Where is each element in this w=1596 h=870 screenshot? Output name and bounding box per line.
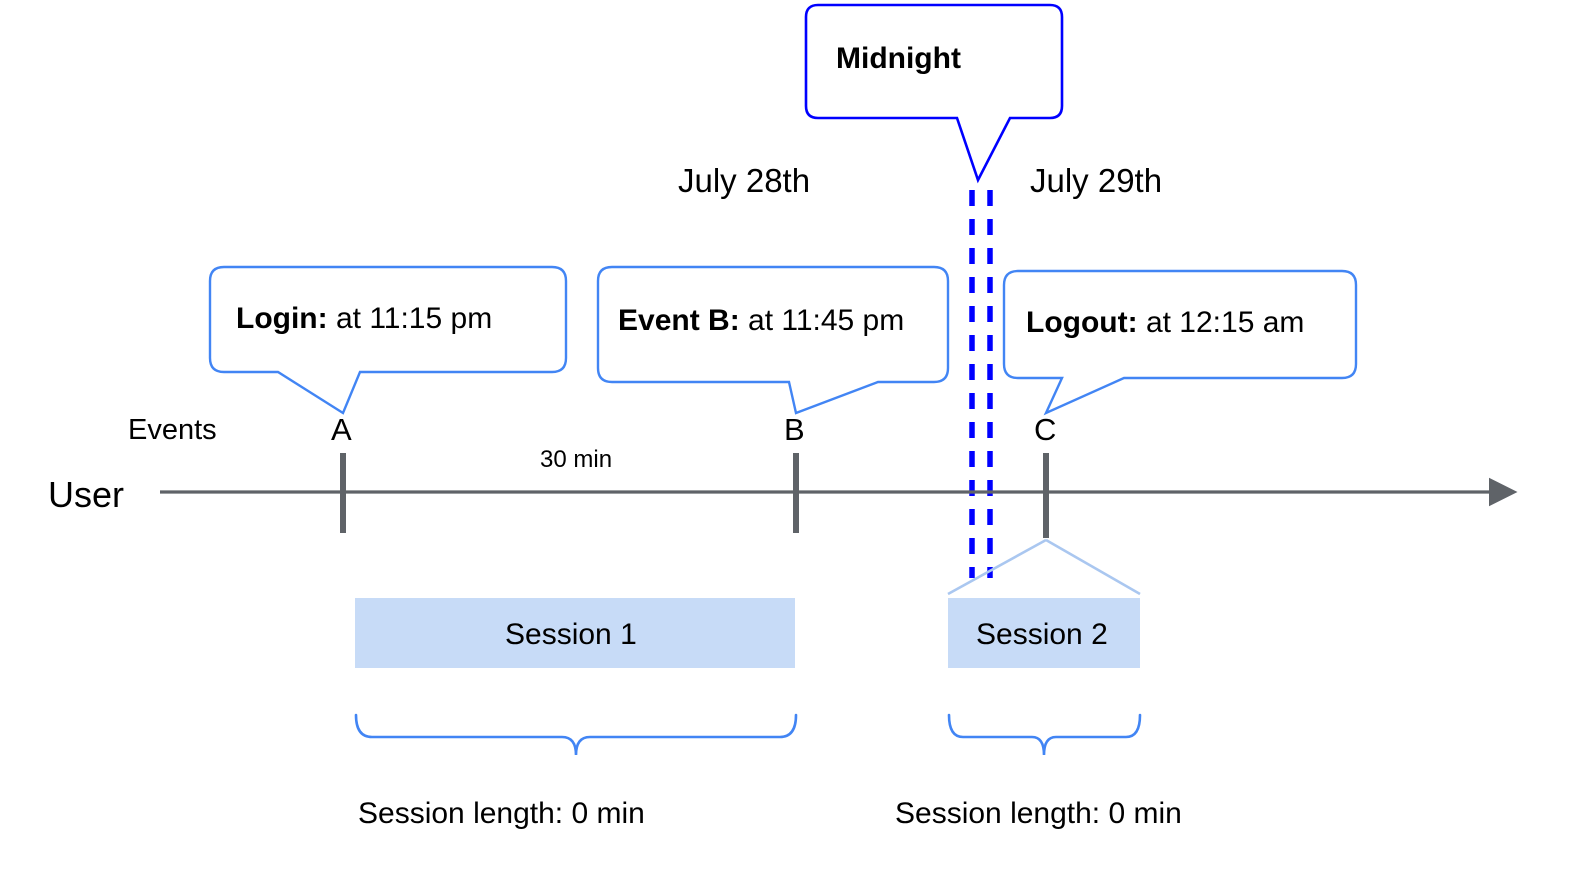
- midnight-callout-shape: [804, 3, 1064, 184]
- login-callout-shape: [208, 265, 568, 415]
- event-b-callout-time: at 11:45 pm: [739, 304, 905, 337]
- date-label-july-29: July 29th: [1030, 162, 1163, 199]
- session-2-guide-left: [947, 538, 1047, 596]
- session-2-label: Session 2: [976, 618, 1108, 651]
- logout-callout-shape: [1002, 269, 1358, 416]
- midnight-callout-label: Midnight: [836, 42, 961, 75]
- session-2-guide-right: [1045, 538, 1141, 596]
- event-marker-label-a: A: [331, 412, 352, 447]
- lane-label-user: User: [48, 474, 125, 515]
- session-1-brace: [354, 713, 798, 756]
- logout-callout-label: Logout: at 12:15 am: [1026, 308, 1304, 338]
- lane-label-events: Events: [128, 414, 217, 446]
- login-callout-time: at 11:15 pm: [327, 302, 493, 335]
- login-callout-title: Login:: [236, 302, 328, 335]
- event-marker-label-b: B: [784, 412, 805, 447]
- event-marker-label-c: C: [1034, 412, 1057, 447]
- login-callout-label: Login: at 11:15 pm: [236, 304, 492, 334]
- event-b-callout-title: Event B:: [618, 304, 740, 337]
- session-2-length-label: Session length: 0 min: [895, 797, 1182, 830]
- event-b-callout-shape: [596, 265, 950, 415]
- session-1-block: [355, 598, 795, 668]
- session-2-brace: [947, 713, 1142, 756]
- session-2-block: [948, 598, 1140, 668]
- session-1-length-label: Session length: 0 min: [358, 797, 645, 830]
- logout-callout-time: at 12:15 am: [1137, 306, 1305, 339]
- date-label-july-28: July 28th: [678, 162, 811, 199]
- duration-label-30-min: 30 min: [540, 446, 613, 473]
- event-b-callout-label: Event B: at 11:45 pm: [618, 306, 904, 336]
- logout-callout-title: Logout:: [1026, 306, 1138, 339]
- session-1-label: Session 1: [505, 618, 637, 651]
